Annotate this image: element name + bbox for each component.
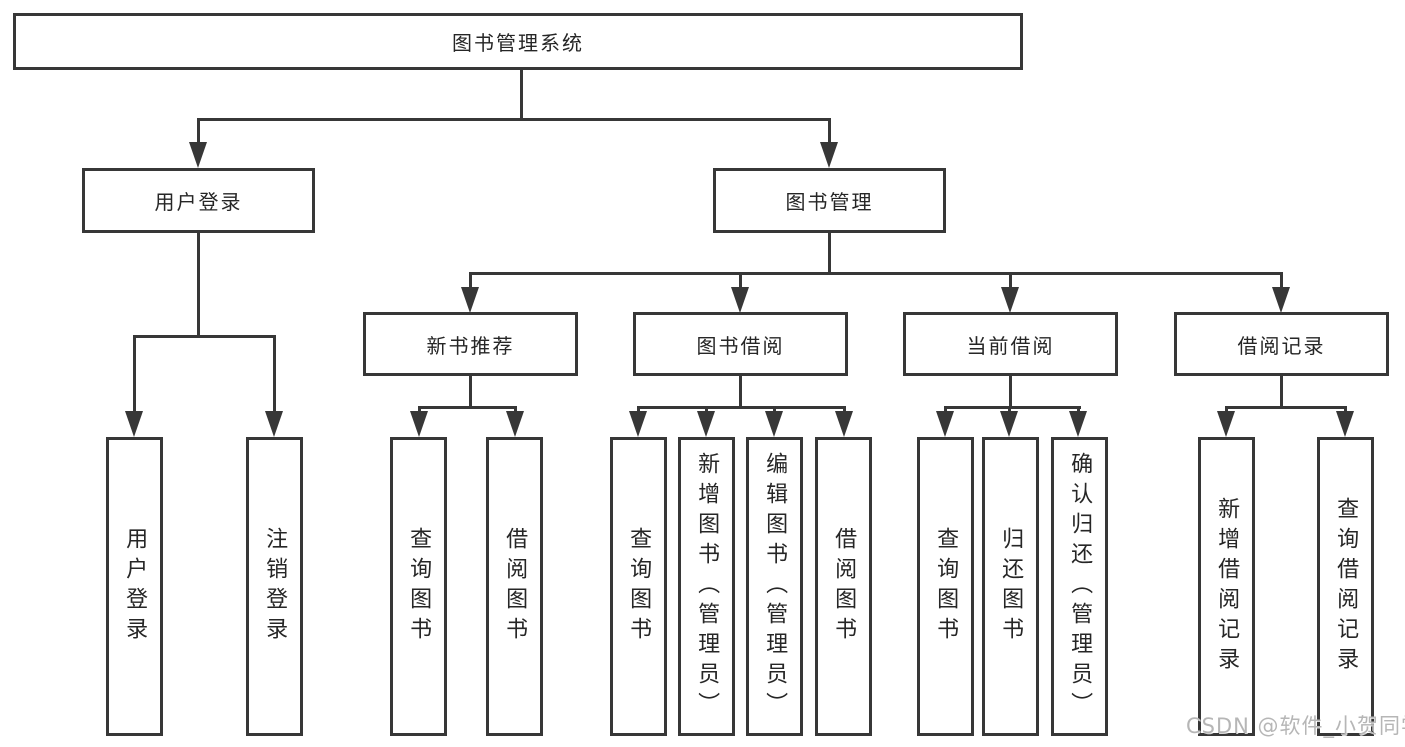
arrowhead-new-book-icon (461, 287, 479, 313)
arrowhead-current-c2-icon (1069, 411, 1087, 437)
connector-stub-borrow-records (1280, 272, 1283, 291)
connector-stub-current-c1 (1008, 406, 1011, 415)
leaf-newrec-borrow-books: 借阅图书 (486, 437, 543, 736)
connector-stub-current-c0 (944, 406, 947, 415)
arrowhead-borrow-c1-icon (697, 411, 715, 437)
arrowhead-user-login-icon (189, 142, 207, 168)
leaf-newrec-query-books-label: 查询图书 (406, 526, 432, 647)
connector-user-login-bar (133, 335, 276, 338)
csdn-watermark: CSDN @软件_小贺同学 (1186, 714, 1405, 738)
connector-level2-bar (197, 118, 831, 121)
connector-stub-borrow-c1 (705, 406, 708, 415)
node-borrowing-records-label: 借阅记录 (1237, 333, 1326, 358)
connector-stub-borrow-c2 (773, 406, 776, 415)
connector-records-down (1280, 375, 1283, 407)
connector-stub-records-c1 (1344, 406, 1347, 415)
arrowhead-current-c1-icon (1000, 411, 1018, 437)
connector-stub-records-c0 (1225, 406, 1228, 415)
arrowhead-book-mgmt-icon (820, 142, 838, 168)
leaf-current-query-books-label: 查询图书 (933, 526, 959, 647)
node-book-borrowing-label: 图书借阅 (696, 333, 785, 358)
connector-stub-newrec-c0 (418, 406, 421, 415)
leaf-current-query-books: 查询图书 (917, 437, 974, 736)
node-current-borrowing-label: 当前借阅 (966, 333, 1055, 358)
leaf-user-login: 用户登录 (106, 437, 163, 736)
connector-level3-bar (469, 272, 1283, 275)
connector-root-trunk (520, 69, 523, 119)
arrowhead-records-c1-icon (1336, 411, 1354, 437)
leaf-current-confirm-return-admin-label: 确认归还（管理员） (1067, 451, 1093, 722)
leaf-records-add-record-label: 新增借阅记录 (1214, 496, 1240, 677)
leaf-current-confirm-return-admin: 确认归还（管理员） (1051, 437, 1108, 736)
connector-borrow-down (739, 375, 742, 407)
leaf-current-return-books: 归还图书 (982, 437, 1039, 736)
connector-stub-book-borrow (739, 272, 742, 291)
leaf-newrec-query-books: 查询图书 (390, 437, 447, 736)
leaf-borrow-query-books: 查询图书 (610, 437, 667, 736)
node-user-login: 用户登录 (82, 168, 315, 233)
arrowhead-borrow-records-icon (1272, 287, 1290, 313)
arrowhead-borrow-c0-icon (629, 411, 647, 437)
node-book-borrowing: 图书借阅 (633, 312, 848, 376)
node-root: 图书管理系统 (13, 13, 1023, 70)
arrowhead-records-c0-icon (1217, 411, 1235, 437)
node-book-management: 图书管理 (713, 168, 946, 233)
leaf-borrow-edit-books-admin: 编辑图书（管理员） (746, 437, 803, 736)
connector-current-down (1009, 375, 1012, 407)
leaf-borrow-add-books-admin: 新增图书（管理员） (678, 437, 735, 736)
leaf-borrow-query-books-label: 查询图书 (626, 526, 652, 647)
connector-stub-borrow-c3 (843, 406, 846, 415)
connector-newrec-down (469, 375, 472, 407)
leaf-records-query-record-label: 查询借阅记录 (1333, 496, 1359, 677)
leaf-records-add-record: 新增借阅记录 (1198, 437, 1255, 736)
node-new-book-recommend: 新书推荐 (363, 312, 578, 376)
arrowhead-current-borrow-icon (1001, 287, 1019, 313)
connector-stub-login-leaf (133, 335, 136, 413)
leaf-logout: 注销登录 (246, 437, 303, 736)
leaf-borrow-edit-books-admin-label: 编辑图书（管理员） (762, 451, 788, 722)
connector-stub-book-mgmt (828, 118, 831, 145)
connector-newrec-bar (418, 406, 517, 409)
node-root-label: 图书管理系统 (452, 31, 584, 55)
node-borrowing-records: 借阅记录 (1174, 312, 1389, 376)
connector-stub-newrec-c1 (514, 406, 517, 415)
connector-stub-borrow-c0 (637, 406, 640, 415)
connector-current-bar (944, 406, 1081, 409)
leaf-user-login-label: 用户登录 (122, 526, 148, 647)
arrowhead-current-c0-icon (936, 411, 954, 437)
leaf-logout-label: 注销登录 (262, 526, 288, 647)
leaf-current-return-books-label: 归还图书 (998, 526, 1024, 647)
node-user-login-label: 用户登录 (154, 190, 243, 214)
arrowhead-borrow-c2-icon (765, 411, 783, 437)
leaf-borrow-add-books-admin-label: 新增图书（管理员） (694, 451, 720, 722)
node-book-management-label: 图书管理 (785, 190, 874, 214)
connector-book-mgmt-down (828, 232, 831, 275)
connector-stub-user-login (197, 118, 200, 145)
connector-user-login-down (197, 232, 200, 338)
connector-stub-new-book (469, 272, 472, 291)
leaf-borrow-borrow-books-label: 借阅图书 (831, 526, 857, 647)
connector-records-bar (1225, 406, 1347, 409)
connector-stub-current-borrow (1009, 272, 1012, 291)
arrowhead-newrec-c0-icon (410, 411, 428, 437)
leaf-borrow-borrow-books: 借阅图书 (815, 437, 872, 736)
node-current-borrowing: 当前借阅 (903, 312, 1118, 376)
arrowhead-borrow-c3-icon (835, 411, 853, 437)
leaf-newrec-borrow-books-label: 借阅图书 (502, 526, 528, 647)
connector-borrow-bar (637, 406, 846, 409)
arrowhead-newrec-c1-icon (506, 411, 524, 437)
node-new-book-recommend-label: 新书推荐 (426, 333, 515, 358)
arrowhead-login-leaf-icon (125, 411, 143, 437)
connector-stub-logout-leaf (273, 335, 276, 413)
connector-stub-current-c2 (1077, 406, 1080, 415)
arrowhead-book-borrow-icon (731, 287, 749, 313)
leaf-records-query-record: 查询借阅记录 (1317, 437, 1374, 736)
arrowhead-logout-leaf-icon (265, 411, 283, 437)
